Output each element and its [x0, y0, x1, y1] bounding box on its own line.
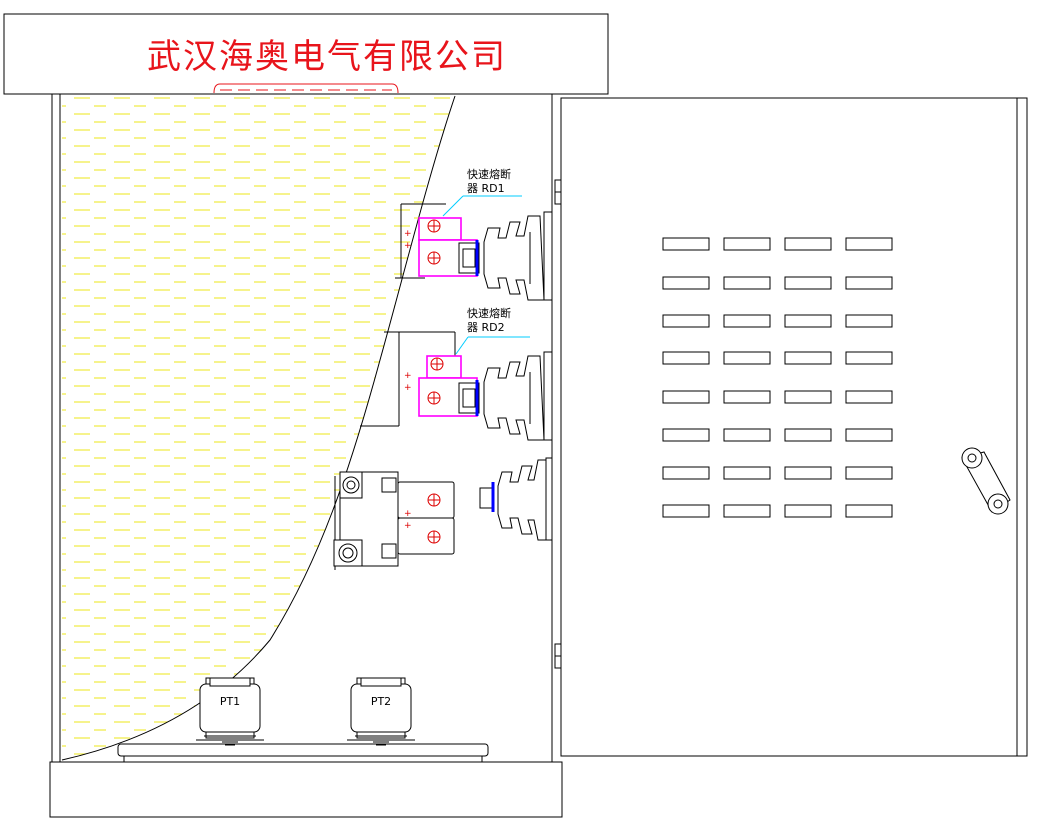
- vent-slot: [784, 466, 832, 480]
- vent-slot: [784, 276, 832, 290]
- vent-slot: [662, 428, 710, 442]
- svg-text:+: +: [404, 521, 412, 531]
- transformer-pt1: PT1: [196, 677, 264, 746]
- vent-slot: [662, 466, 710, 480]
- vent-slot: [784, 428, 832, 442]
- vent-slot: [845, 504, 893, 518]
- cabinet-body: [51, 93, 553, 762]
- header-sign: 武汉海奥电气有限公司: [3, 13, 609, 95]
- transformer-pt2: PT2: [347, 677, 415, 746]
- vent-slot: [662, 390, 710, 404]
- vent-slot: [723, 276, 771, 290]
- vent-slot: [723, 390, 771, 404]
- vent-slot: [784, 390, 832, 404]
- cabinet-door[interactable]: [560, 97, 1028, 757]
- vent-slot: [662, 314, 710, 328]
- fuse-assembly-rd2: + + 快速熔断 器 RD2: [360, 306, 530, 427]
- vent-slot: [845, 314, 893, 328]
- pt1-label: PT1: [220, 695, 240, 708]
- vent-slot: [723, 314, 771, 328]
- fuse-assembly-rd1: + + 快速熔断 器 RD1: [395, 167, 522, 279]
- cabinet-base: [49, 761, 563, 818]
- vent-slot: [784, 351, 832, 365]
- svg-text:+: +: [404, 241, 412, 251]
- vent-slot: [845, 276, 893, 290]
- vent-slot: [662, 351, 710, 365]
- vent-slot: [784, 504, 832, 518]
- fuse-rd1-label-line1: 快速熔断: [467, 167, 511, 181]
- fuse-rd1-label-line2: 器 RD1: [467, 182, 505, 195]
- pt-mounting-rail: [117, 743, 489, 762]
- vent-slot: [784, 237, 832, 251]
- vent-slot: [845, 351, 893, 365]
- pt2-label: PT2: [371, 695, 391, 708]
- fuse-rd2-label-line2: 器 RD2: [467, 321, 505, 334]
- svg-text:+: +: [404, 509, 412, 519]
- vent-slot: [723, 466, 771, 480]
- company-name-text: 武汉海奥电气有限公司: [147, 37, 507, 77]
- vent-slot: [845, 466, 893, 480]
- svg-text:+: +: [404, 229, 412, 239]
- ventilation-slots: [662, 237, 893, 518]
- vent-slot: [723, 428, 771, 442]
- vent-slot: [845, 428, 893, 442]
- terminal-block-d2: + +: [333, 471, 455, 570]
- svg-text:+: +: [404, 371, 412, 381]
- vent-slot: [845, 390, 893, 404]
- vent-slot: [723, 237, 771, 251]
- svg-text:+: +: [404, 383, 412, 393]
- vent-slot: [662, 504, 710, 518]
- fuse-rd2-label-line1: 快速熔断: [467, 306, 511, 320]
- vent-slot: [845, 237, 893, 251]
- vent-slot: [662, 237, 710, 251]
- door-handle[interactable]: [961, 447, 1011, 515]
- vent-slot: [662, 276, 710, 290]
- vent-slot: [723, 351, 771, 365]
- vent-slot: [784, 314, 832, 328]
- vent-slot: [723, 504, 771, 518]
- cutaway-hatch: [62, 96, 455, 759]
